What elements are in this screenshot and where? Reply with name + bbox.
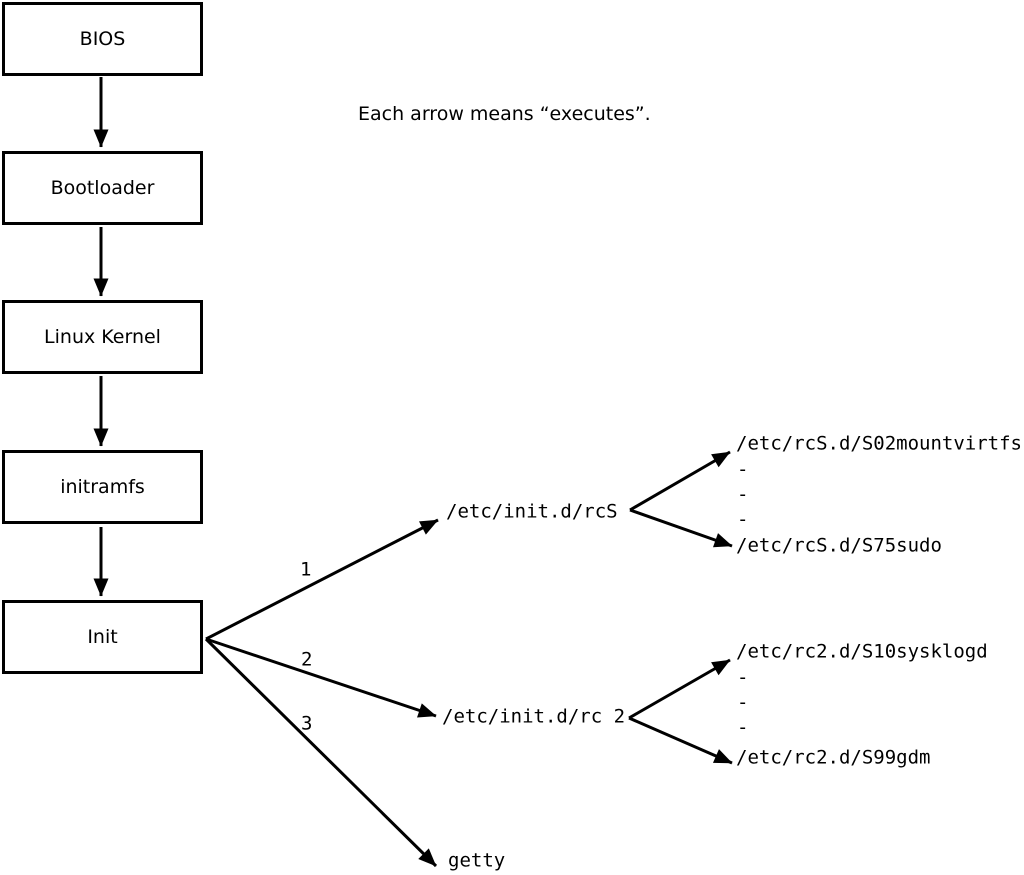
rcs-child-s02mountvirtfs: /etc/rcS.d/S02mountvirtfs <box>736 432 1022 455</box>
target-rc2-script: /etc/init.d/rc 2 <box>442 705 626 728</box>
node-initramfs: initramfs <box>2 450 203 524</box>
target-rcs-script: /etc/init.d/rcS <box>446 500 618 523</box>
target-getty: getty <box>448 849 506 872</box>
rc2-child-ellipsis-dash: - <box>737 666 749 689</box>
arrow-rcs-to-s02mountvirtfs <box>629 450 731 512</box>
node-bios-label: BIOS <box>79 28 126 50</box>
rc2-child-s99gdm: /etc/rc2.d/S99gdm <box>736 746 931 769</box>
edge-label-1: 1 <box>300 558 312 581</box>
node-linux-kernel: Linux Kernel <box>2 300 203 374</box>
rcs-child-ellipsis-dash: - <box>737 508 749 531</box>
node-linux-kernel-label: Linux Kernel <box>44 326 161 348</box>
rc2-child-ellipsis-dash: - <box>737 691 749 714</box>
rcs-child-ellipsis-dash: - <box>737 458 749 481</box>
arrow-init-to-getty <box>204 637 438 868</box>
edge-label-2: 2 <box>301 648 313 671</box>
rc2-child-ellipsis-dash: - <box>737 716 749 739</box>
arrow-rc2-to-s99gdm <box>628 716 733 765</box>
arrow-rc2-to-s10sysklogd <box>628 658 731 720</box>
caption: Each arrow means “executes”. <box>358 103 651 125</box>
node-initramfs-label: initramfs <box>60 476 145 498</box>
arrow-init-to-rc2 <box>205 637 437 718</box>
node-init: Init <box>2 600 203 674</box>
edge-label-3: 3 <box>301 712 313 735</box>
rc2-child-s10sysklogd: /etc/rc2.d/S10sysklogd <box>736 640 988 663</box>
rcs-child-ellipsis-dash: - <box>737 483 749 506</box>
node-bootloader-label: Bootloader <box>50 177 155 199</box>
node-init-label: Init <box>87 626 118 648</box>
arrow-init-to-rcs <box>205 518 439 641</box>
arrow-rcs-to-s75sudo <box>629 508 733 548</box>
rcs-child-s75sudo: /etc/rcS.d/S75sudo <box>736 534 942 557</box>
node-bios: BIOS <box>2 2 203 76</box>
node-bootloader: Bootloader <box>2 151 203 225</box>
